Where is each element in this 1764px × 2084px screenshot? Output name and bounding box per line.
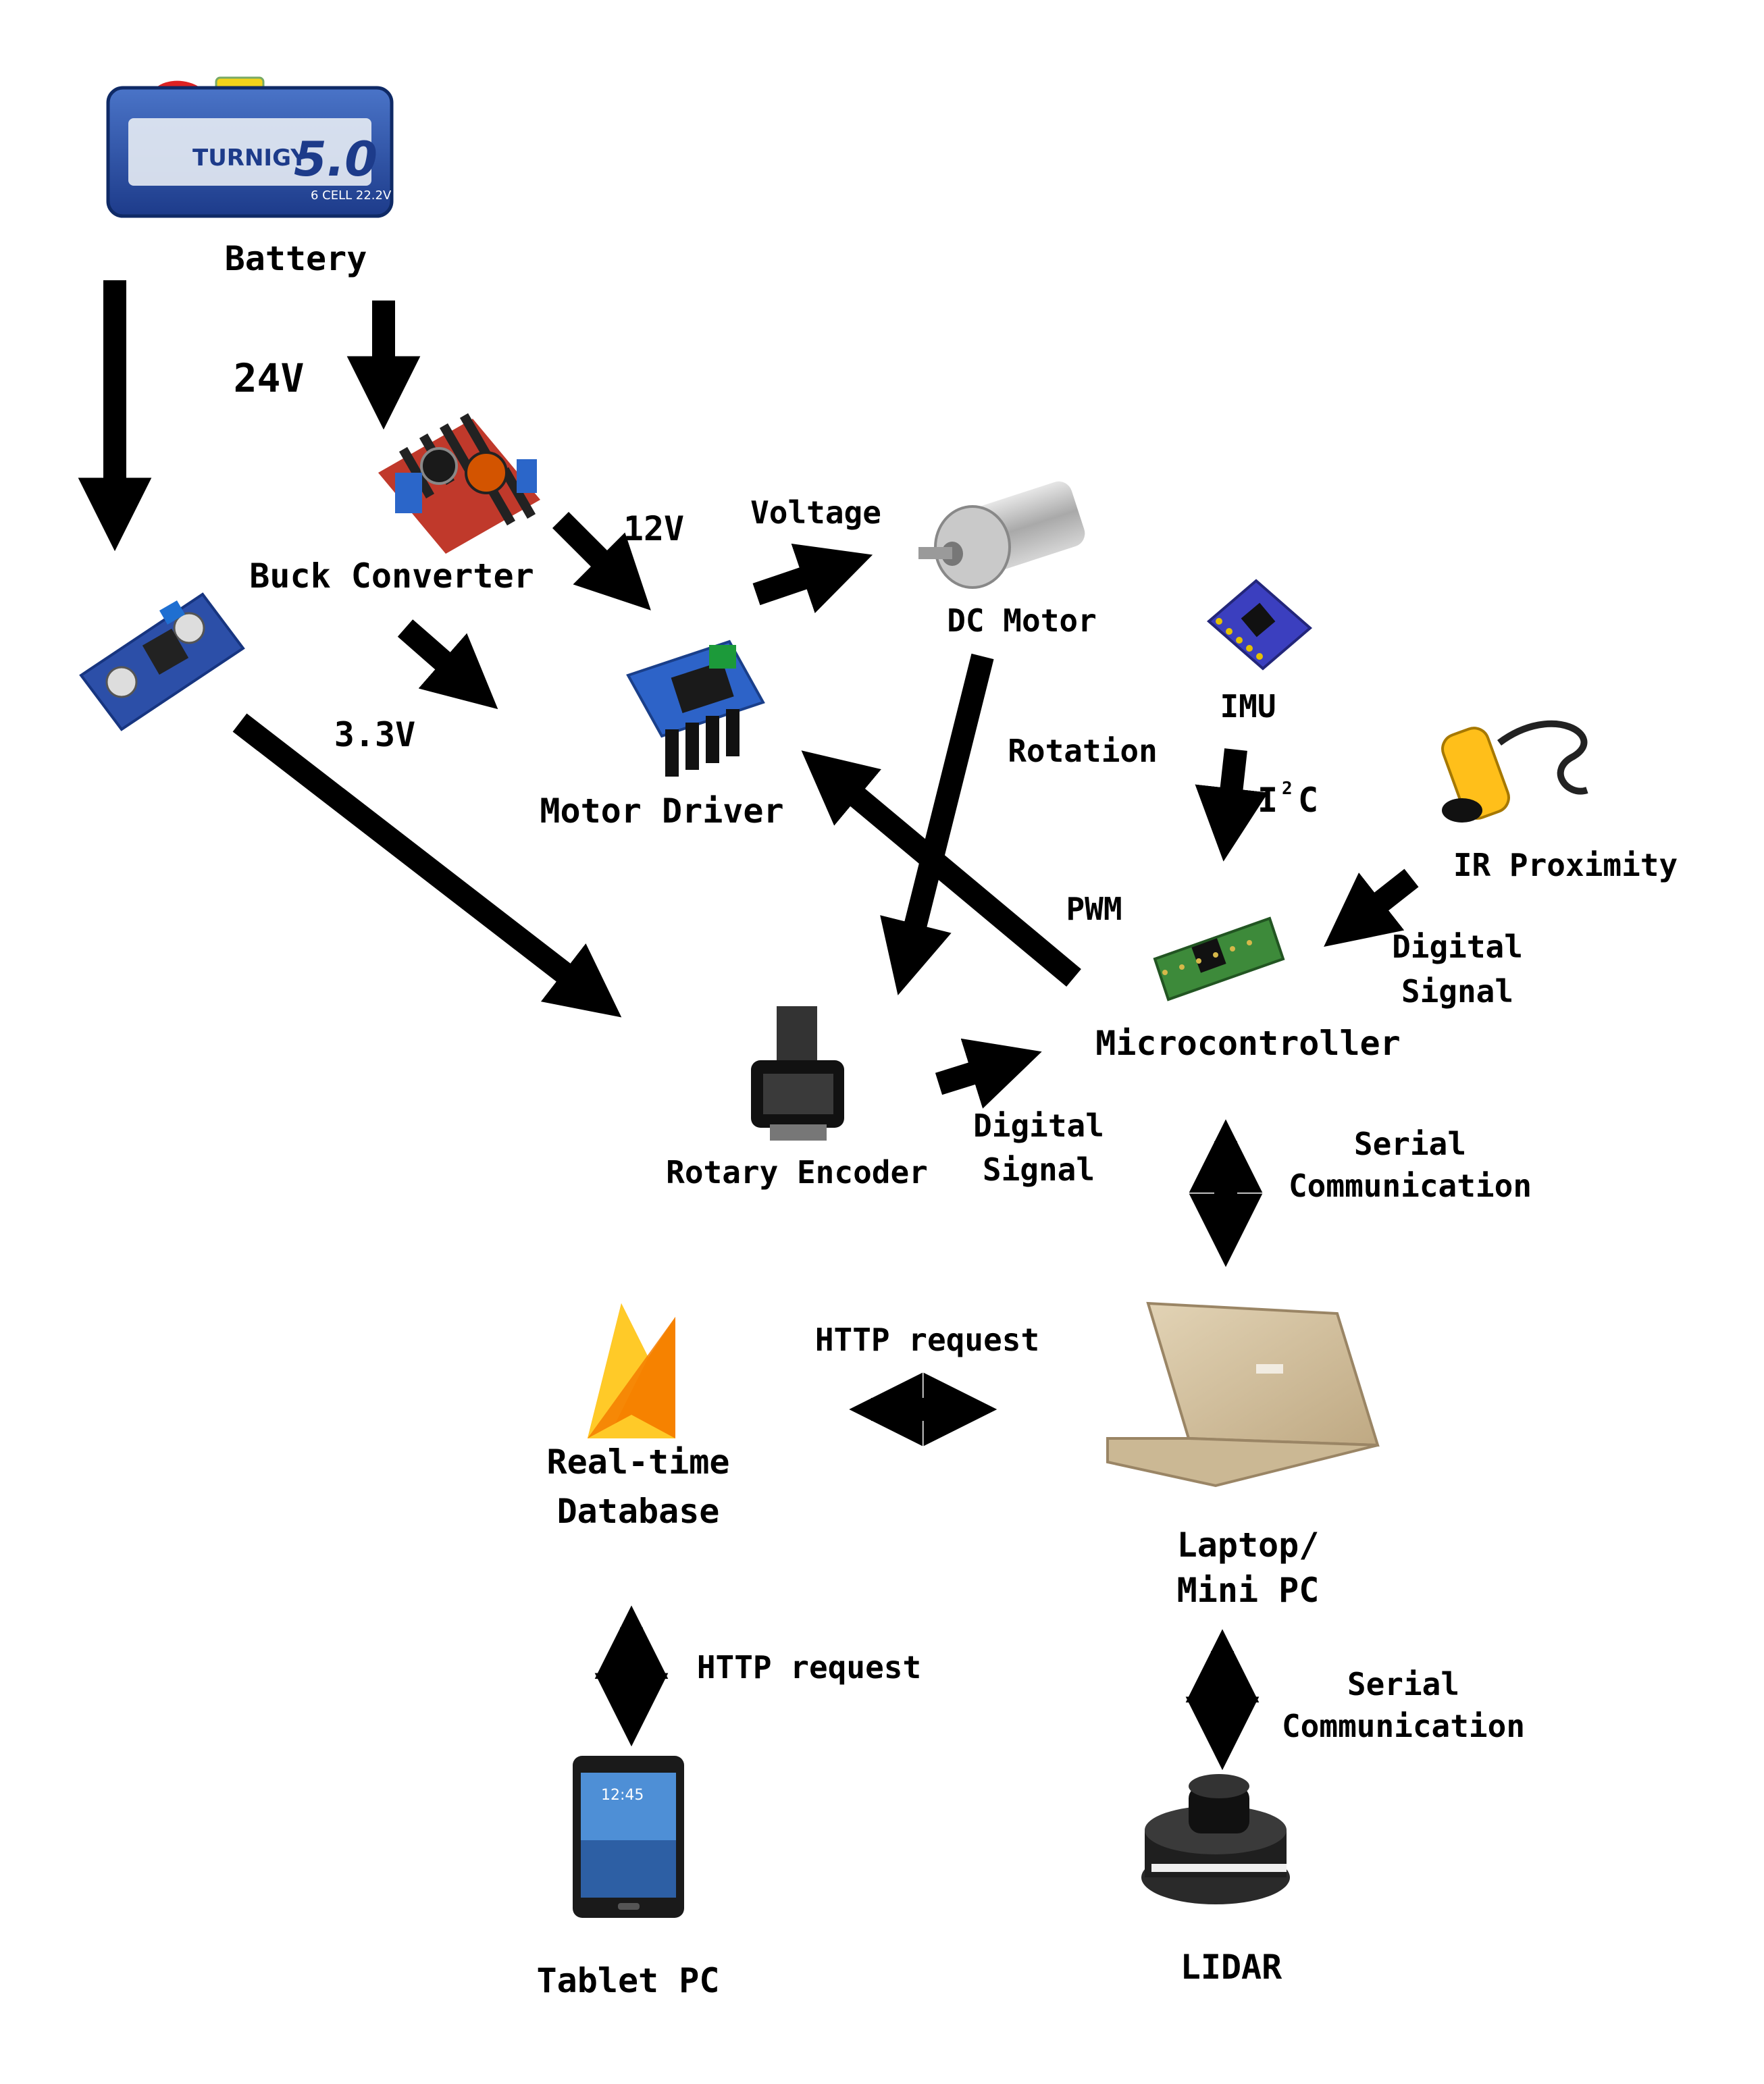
battery-label: Battery [225,239,367,278]
laptop-label-line2: Mini PC [1177,1571,1320,1610]
ir-proximity-icon [1441,721,1588,823]
microcontroller-label: Microcontroller [1095,1024,1401,1063]
buck-converter-icon [378,413,540,554]
edge-label-rotation: Rotation [1008,733,1158,769]
arrow-buck-to-motor-driver [397,619,498,710]
edge-label-ir-signal-line2: Signal [1401,973,1513,1010]
edge-label-i2c-c: C [1298,781,1318,820]
buck-converter-label: Buck Converter [249,556,534,596]
laptop-icon [1106,1301,1380,1488]
edge-label-voltage: Voltage [750,494,881,531]
lidar-label: LIDAR [1181,1948,1282,1987]
battery-icon: TURNIGY 5.0 6 CELL 22.2V [106,76,394,218]
edge-label-pwm: PWM [1066,891,1122,927]
arrow-ir-to-microcontroller [1324,868,1419,947]
arrows-layer [78,280,1419,1771]
arrow-motor-driver-to-dc-motor [752,544,873,614]
imu-label: IMU [1220,688,1276,725]
dc-motor-label: DC Motor [947,602,1097,639]
edge-label-encoder-signal-line1: Digital [973,1108,1104,1144]
motor-driver-label: Motor Driver [540,791,783,831]
ir-proximity-label: IR Proximity [1453,847,1678,883]
arrow-small-buck-to-encoder [232,713,622,1018]
tablet-clock-text: 12:45 [601,1787,644,1804]
database-label-line2: Database [557,1492,720,1531]
arrow-dc-motor-to-encoder [880,653,994,995]
edge-label-3v3: 3.3V [334,715,415,754]
edge-label-i2c: I 2 C [1257,779,1318,820]
microcontroller-icon [1153,916,1285,1001]
arrow-microcontroller-to-motor-driver-pwm [801,750,1081,987]
database-label-line1: Real-time [547,1442,730,1482]
battery-capacity-mark: 5.0 [294,132,378,187]
dc-motor-icon [918,481,1085,589]
tablet-label: Tablet PC [537,1961,720,2000]
edge-label-encoder-signal-line2: Signal [983,1151,1095,1188]
edge-label-serial1-line2: Communication [1289,1168,1532,1204]
arrow-encoder-to-microcontroller [935,1038,1042,1109]
motor-driver-icon [626,640,765,777]
arrow-buck-to-motor-driver-12v [552,511,651,610]
edge-label-i2c-i: I [1257,781,1278,820]
arrow-imu-to-microcontroller [1195,748,1268,862]
edge-label-http1: HTTP request [815,1322,1039,1358]
edge-label-http2: HTTP request [697,1649,921,1686]
edge-label-12v: 12V [623,509,684,548]
imu-icon [1206,579,1313,671]
rotary-encoder-icon [751,1006,844,1141]
edge-label-serial2-line2: Communication [1282,1708,1525,1744]
edge-label-24v: 24V [234,355,305,401]
database-icon [588,1303,675,1438]
edge-label-serial1-line1: Serial [1354,1126,1466,1162]
battery-brand-mark: TURNIGY [192,145,307,172]
edge-label-serial2-line1: Serial [1347,1666,1459,1702]
edge-label-i2c-sup: 2 [1282,779,1293,799]
laptop-label-line1: Laptop/ [1177,1526,1320,1565]
rotary-encoder-label: Rotary Encoder [666,1154,928,1191]
battery-spec-mark: 6 CELL 22.2V [311,188,392,203]
lidar-icon [1141,1774,1290,1904]
edge-label-ir-signal-line1: Digital [1392,929,1523,965]
tablet-icon: 12:45 [573,1756,684,1918]
small-buck-converter-icon [79,592,245,731]
